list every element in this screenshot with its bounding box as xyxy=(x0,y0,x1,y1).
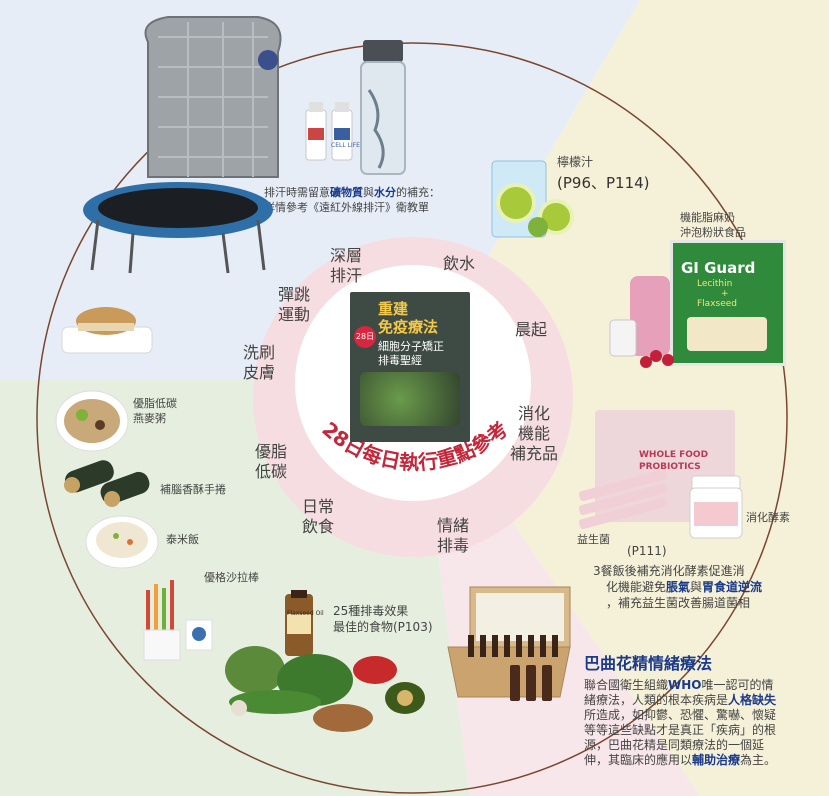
detox-caption-line1: 25種排毒效果 xyxy=(333,604,409,618)
smoothie-icon xyxy=(609,276,674,368)
detox-caption-line2: 最佳的食物(P103) xyxy=(333,620,433,634)
book-art xyxy=(360,372,460,426)
label-fat-low-carb: 優脂低碳 xyxy=(255,442,288,481)
probiotic-sticks-icon xyxy=(578,470,668,530)
enzyme-note-line2: 化機能避免脹氣與胃食道逆流 xyxy=(606,580,763,594)
probiotics-brand: WHOLE FOOD xyxy=(639,450,709,460)
outer-wheel-line xyxy=(36,42,788,794)
oat-caption-line2: 燕麥粥 xyxy=(133,412,166,425)
gi-guard-title: GI Guard xyxy=(681,259,756,277)
lemon-pages: (P96、P114) xyxy=(557,174,650,192)
book-title-line1: 重建 xyxy=(378,300,409,318)
book-title-line2: 免疫療法 xyxy=(378,318,439,336)
detox-foods-icon xyxy=(225,590,425,732)
salad-caption: 優格沙拉棒 xyxy=(204,571,259,584)
gi-guard-grains xyxy=(687,317,767,351)
water-bottle-icon xyxy=(360,40,406,175)
lecithin-caption-line1: 機能脂麻奶 xyxy=(680,211,735,224)
enzyme-jar-icon xyxy=(689,475,743,539)
enzyme-label: 消化酵素 xyxy=(746,511,790,524)
label-daily-diet: 日常飲食 xyxy=(302,497,335,536)
label-brush-skin: 洗刷皮膚 xyxy=(243,343,276,382)
lecithin-caption-line2: 沖泡粉狀食品 xyxy=(680,226,746,239)
roll-caption: 補腦香酥手捲 xyxy=(160,483,226,496)
trampoline-icon xyxy=(83,182,273,274)
bach-body: 聯合國衛生組織WHO唯一認可的情緒療法，人類的根本疾病是人格缺失所造成，如抑鬱、… xyxy=(584,678,777,767)
p111-label: (P111) xyxy=(627,544,667,558)
label-drink-water: 飲水 xyxy=(443,254,476,273)
bach-flower-box-icon xyxy=(447,586,571,701)
sauna-tent-icon xyxy=(144,16,282,178)
label-deep-sweat: 深層排汗 xyxy=(330,246,363,285)
oat-caption-line1: 優脂低碳 xyxy=(133,397,177,410)
book-cover: 重建 免疫療法 28日 細胞分子矯正 排毒聖經 xyxy=(350,292,470,442)
gi-guard-lecithin: Lecithin xyxy=(697,279,733,289)
lemon-label: 檸檬汁 xyxy=(557,155,594,169)
cell-life-label: CELL LIFE xyxy=(331,142,360,149)
thai-rice-icon xyxy=(85,515,159,569)
gi-guard-plus: + xyxy=(721,289,729,299)
enzyme-note-line1: 3餐飯後補充消化酵素促進消 xyxy=(593,564,745,578)
gi-guard-package: GI Guard Lecithin + Flaxseed xyxy=(670,240,786,366)
label-rebound: 彈跳運動 xyxy=(278,285,311,324)
seaweed-roll-icon xyxy=(64,460,150,507)
sauna-caption-line2: 詳情參考《遠紅外線排汗》衛教單 xyxy=(264,201,429,214)
flax-oil-label: Flaxseed Oil xyxy=(287,610,324,617)
probiotic-label: 益生菌 xyxy=(577,533,610,546)
label-morning: 晨起 xyxy=(515,320,548,339)
skin-brush-icon xyxy=(61,307,153,354)
yogurt-salad-sticks-icon xyxy=(143,580,213,661)
rice-caption: 泰米飯 xyxy=(166,533,199,546)
enzyme-note-line3: ，補充益生菌改善腸道菌相 xyxy=(606,596,751,610)
oat-porridge-icon xyxy=(55,390,129,452)
book-badge: 28日 xyxy=(354,326,376,348)
label-emotion: 情緒排毒 xyxy=(437,516,470,555)
mineral-bottles-icon xyxy=(305,102,353,161)
probiotics-name: PROBIOTICS xyxy=(639,462,701,472)
lemon-water-icon xyxy=(491,160,574,238)
label-digestion: 消化機能補充品 xyxy=(510,404,559,463)
gi-guard-flaxseed: Flaxseed xyxy=(697,299,737,309)
bg-yellow-region xyxy=(415,0,829,796)
book-subtitle-line2: 排毒聖經 xyxy=(378,354,422,367)
bach-title: 巴曲花精情緒療法 xyxy=(584,654,713,673)
book-subtitle-line1: 細胞分子矯正 xyxy=(378,340,444,353)
sauna-caption-line1: 排汗時需留意礦物質與水分的補充： xyxy=(264,186,440,199)
